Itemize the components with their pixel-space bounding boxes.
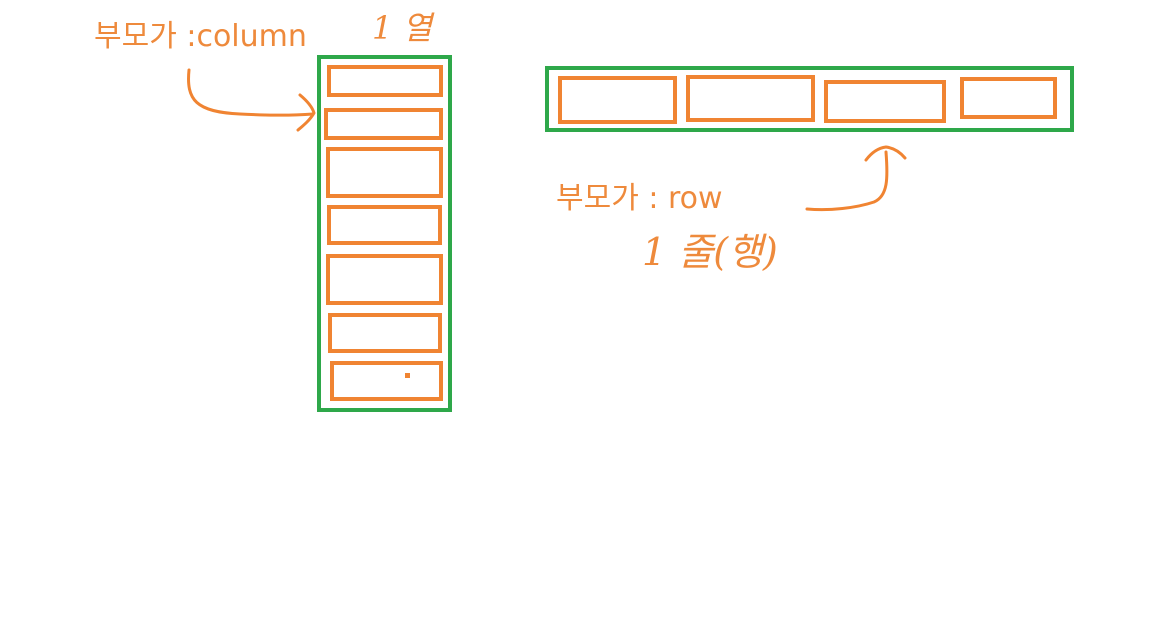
column-child-box: [326, 147, 443, 198]
column-child-box: [328, 313, 442, 353]
column-parent-label: 부모가 :column: [94, 19, 307, 54]
column-arrowhead: [296, 93, 316, 132]
column-child-box: [327, 205, 442, 245]
row-diagram: [545, 66, 1074, 212]
row-parent-label: 부모가 : row: [556, 181, 723, 216]
column-children: [324, 65, 443, 401]
column-child-box: [324, 108, 443, 140]
column-parent-box: [317, 55, 452, 412]
column-child-box: [330, 361, 443, 401]
row-arrow: [805, 150, 889, 212]
row-arrowhead: [864, 145, 907, 162]
row-child-box: [558, 76, 677, 124]
column-child-box: [327, 65, 443, 97]
column-diagram: [187, 55, 452, 412]
row-child-box: [960, 77, 1057, 119]
stray-dot: [405, 373, 410, 378]
column-arrow: [187, 68, 315, 117]
column-handwritten-note: 1 열: [372, 9, 432, 47]
row-handwritten-note: 1 줄(행): [642, 230, 778, 274]
row-children: [558, 75, 1057, 124]
row-parent-box: [545, 66, 1074, 132]
column-child-box: [326, 254, 443, 305]
row-child-box: [824, 80, 946, 123]
row-child-box: [686, 75, 815, 122]
